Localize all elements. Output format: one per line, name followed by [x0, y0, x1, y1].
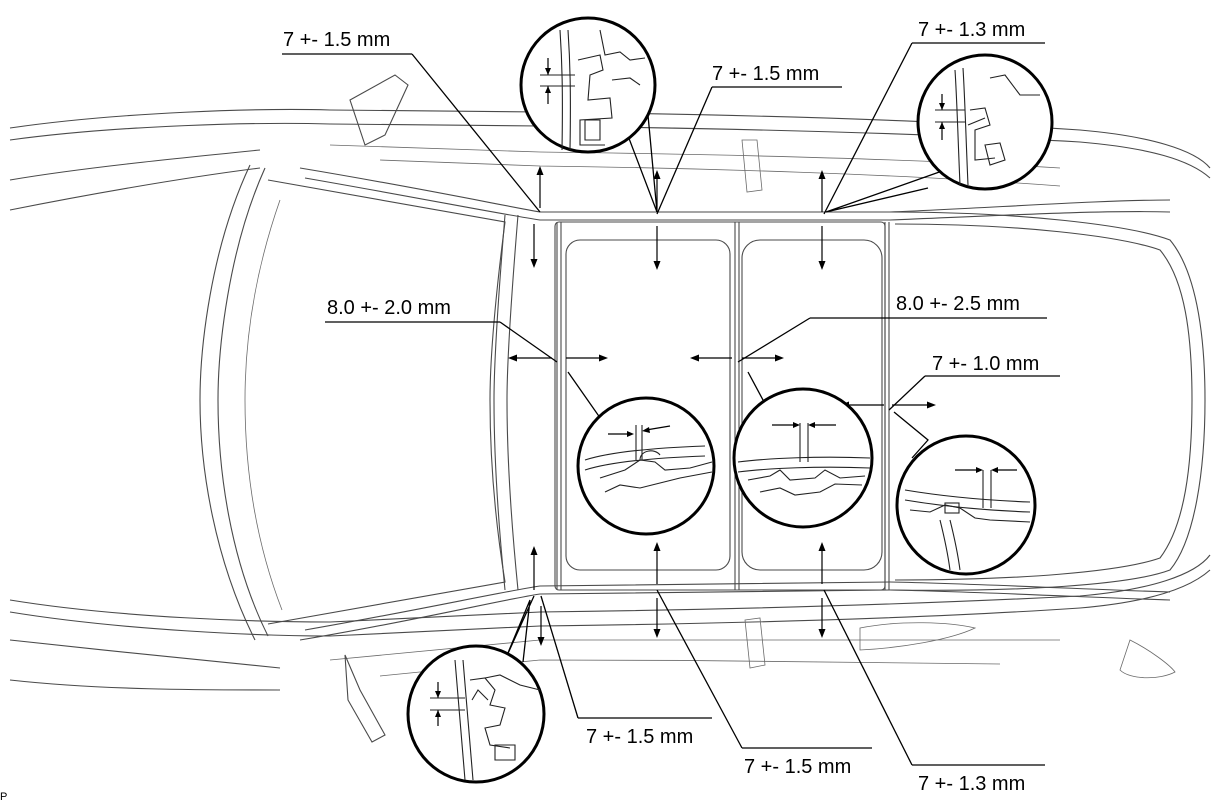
label-group-front-panel-bottom: 7 +- 1.5 mm: [656, 589, 872, 778]
arrow-rear-gap: [840, 401, 936, 409]
label-rear-panel-top: 7 +- 1.3 mm: [918, 19, 1025, 41]
car-body-outline: [9, 74, 1211, 743]
label-group-rear-panel-bottom: 7 +- 1.3 mm: [823, 589, 1045, 795]
roof-glass-panels: [554, 221, 890, 591]
label-front-pillar-upper: 7 +- 1.5 mm: [283, 29, 390, 51]
arrow-front-gap: [508, 354, 608, 362]
arrow-rear-panel-top: [818, 170, 826, 270]
arrow-rear-panel-bottom: [818, 542, 826, 638]
label-front-panel-top: 7 +- 1.5 mm: [712, 63, 819, 85]
detail-bubble-rear-top: [825, 53, 1054, 213]
label-rear-gap: 7 +- 1.0 mm: [932, 353, 1039, 375]
corner-code: P: [0, 791, 7, 803]
label-front-gap: 8.0 +- 2.0 mm: [327, 297, 451, 319]
label-group-front-pillar-upper: 7 +- 1.5 mm: [282, 29, 541, 213]
detail-bubble-center-gap: [732, 371, 874, 529]
label-group-rear-panel-top: 7 +- 1.3 mm: [823, 19, 1045, 215]
detail-bubble-front-top: [519, 16, 658, 213]
label-group-front-panel-top: 7 +- 1.5 mm: [656, 63, 842, 215]
arrow-front-pillar-bottom: [530, 546, 545, 646]
measurement-arrows: [508, 166, 936, 646]
label-front-pillar-lower: 7 +- 1.5 mm: [586, 726, 693, 748]
arrow-center-gap: [690, 354, 784, 362]
detail-bubble-rear-gap: [893, 411, 1037, 576]
label-group-front-pillar-lower: 7 +- 1.5 mm: [540, 595, 712, 748]
arrow-front-panel-bottom: [653, 542, 661, 638]
label-group-rear-gap: 7 +- 1.0 mm: [888, 353, 1060, 411]
label-group-front-gap: 8.0 +- 2.0 mm: [325, 297, 558, 363]
detail-bubble-front-gap: [567, 371, 716, 536]
label-front-panel-bottom: 7 +- 1.5 mm: [744, 756, 851, 778]
label-center-gap: 8.0 +- 2.5 mm: [896, 293, 1020, 315]
label-group-center-gap: 8.0 +- 2.5 mm: [737, 293, 1047, 363]
arrow-front-pillar-top: [530, 166, 544, 268]
detail-bubble-front-bottom: [406, 595, 546, 784]
label-rear-panel-bottom: 7 +- 1.3 mm: [918, 773, 1025, 795]
